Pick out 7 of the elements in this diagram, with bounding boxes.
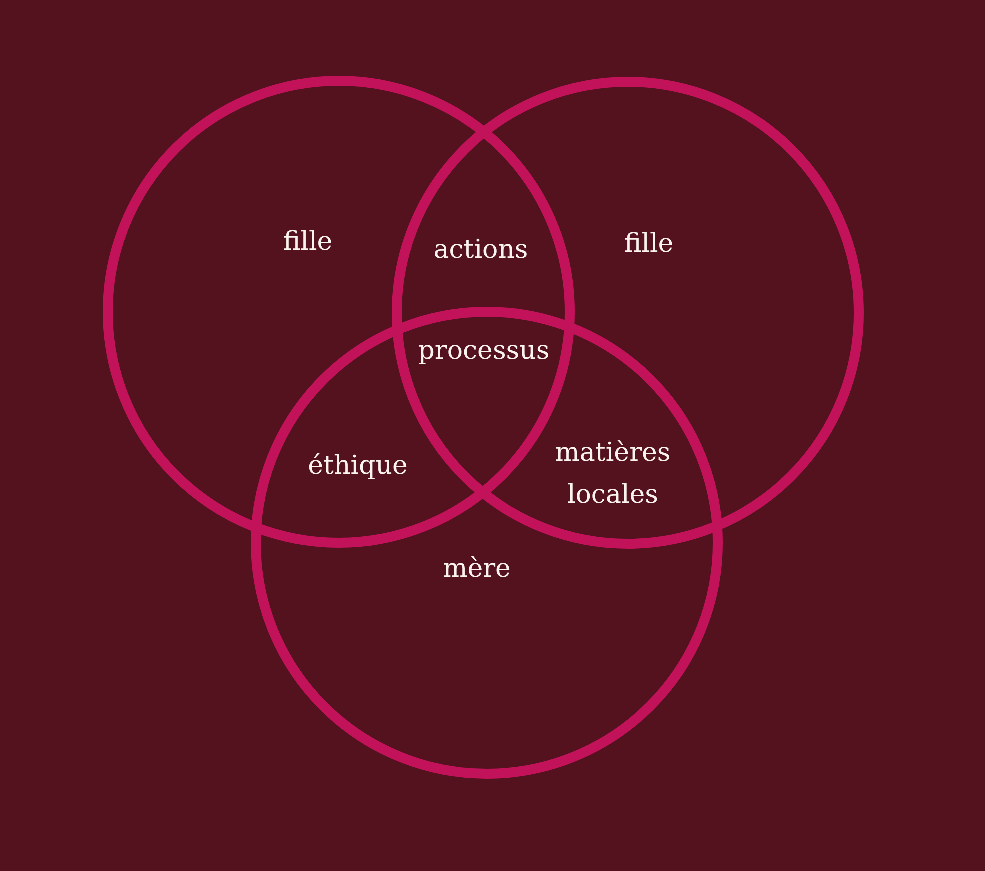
overlap-label: actions — [434, 234, 528, 267]
set-label: fille — [283, 226, 333, 259]
overlap-label: processus — [418, 335, 550, 368]
set-label: fille — [624, 228, 674, 261]
overlap-label: éthique — [308, 450, 408, 483]
set-label: mère — [443, 553, 511, 586]
overlap-label: matières locales — [554, 437, 672, 512]
